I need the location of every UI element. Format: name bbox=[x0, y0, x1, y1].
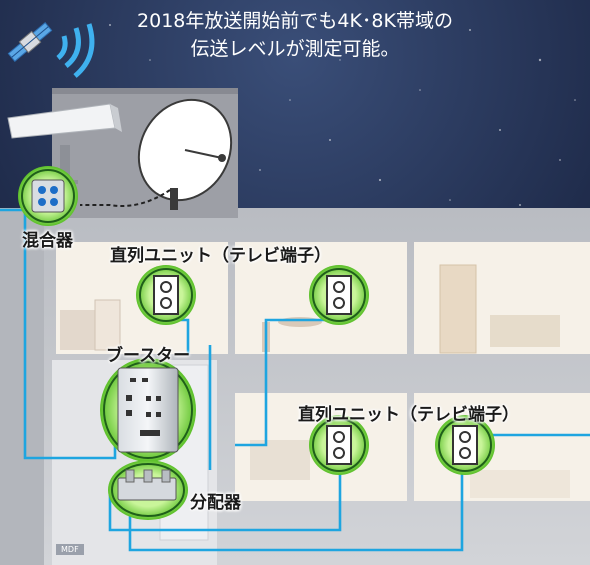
unit-label-lower: 直列ユニット（テレビ端子） bbox=[298, 405, 519, 425]
room-lower-right bbox=[414, 393, 590, 501]
headline-line-2: 伝送レベルが測定可能。 bbox=[190, 38, 400, 60]
signal-waves-icon bbox=[56, 23, 95, 78]
booster-device[interactable] bbox=[100, 358, 196, 462]
room-upper-left bbox=[56, 242, 228, 354]
splitter-device[interactable] bbox=[108, 460, 188, 520]
splitter-label: 分配器 bbox=[190, 493, 241, 513]
tv-terminal-unit-lower-mid[interactable] bbox=[309, 415, 369, 475]
tv-terminal-unit-upper-mid[interactable] bbox=[309, 265, 369, 325]
tv-terminal-unit-upper-left[interactable] bbox=[136, 265, 196, 325]
satellite-icon bbox=[7, 22, 53, 62]
mdf-label: MDF bbox=[56, 544, 84, 555]
mixer-label: 混合器 bbox=[22, 231, 73, 251]
headline-line-1: 2018年放送開始前でも4K･8K帯域の bbox=[137, 10, 453, 32]
satellite-dish-icon bbox=[137, 98, 233, 210]
mixer-device[interactable] bbox=[18, 166, 78, 226]
tv-terminal-unit-lower-right[interactable] bbox=[435, 415, 495, 475]
booster-label: ブースター bbox=[106, 346, 191, 366]
unit-label-upper: 直列ユニット（テレビ端子） bbox=[110, 246, 331, 266]
room-upper-right bbox=[414, 242, 590, 354]
